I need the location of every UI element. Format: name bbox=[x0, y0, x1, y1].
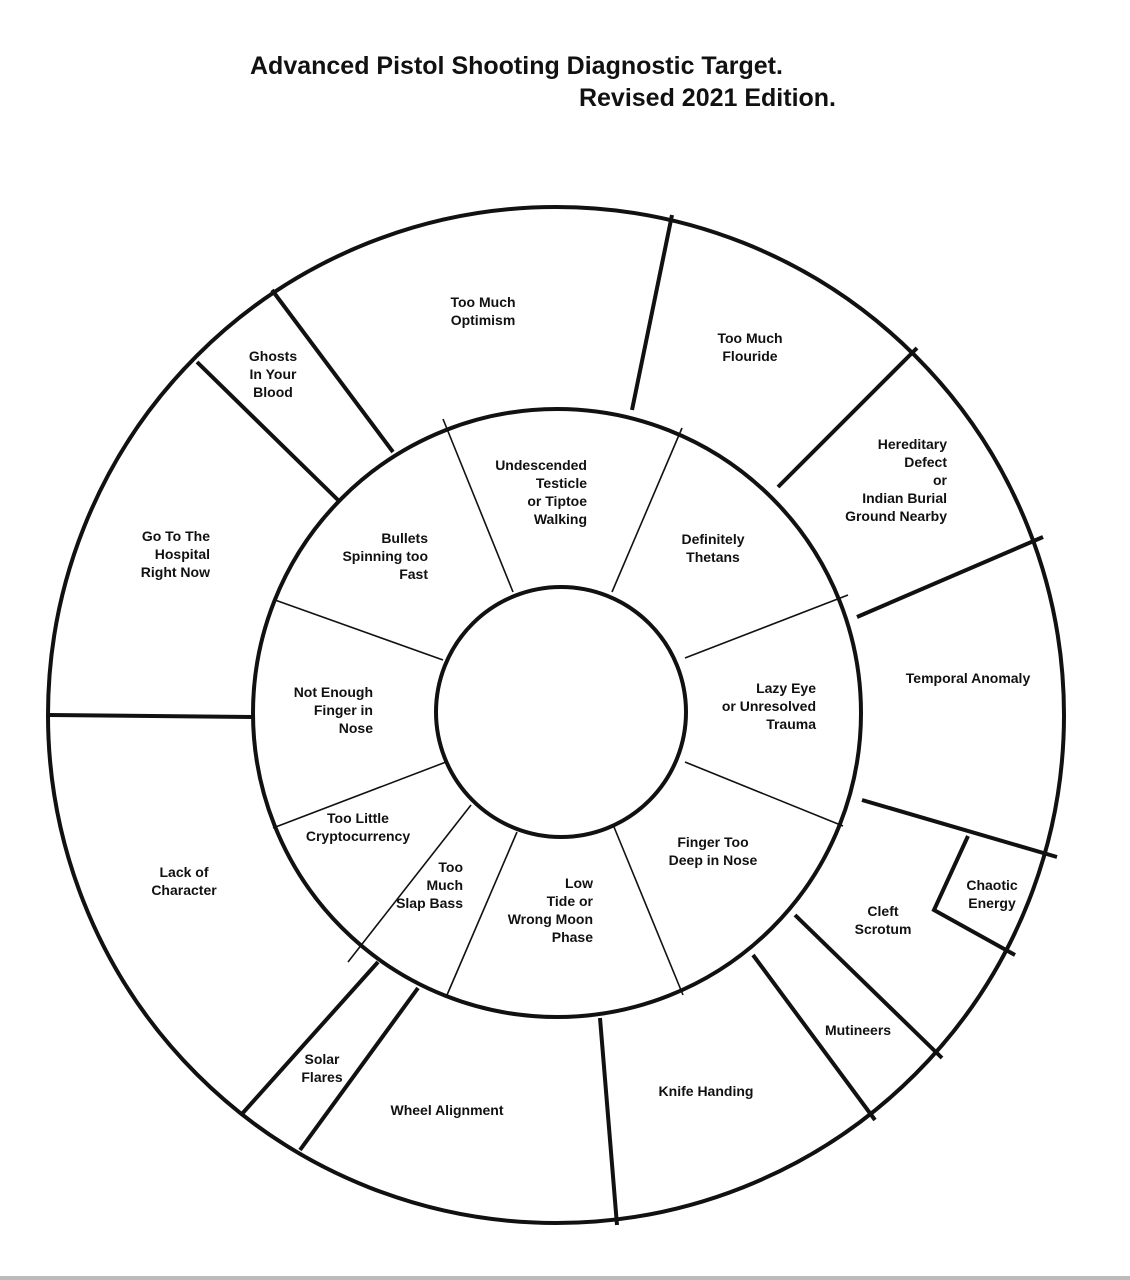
outer-label-hereditary-defect: Hereditary Defect or Indian Burial Groun… bbox=[845, 436, 947, 524]
outer-label-solar-flares: Solar Flares bbox=[301, 1051, 343, 1085]
outer-label-cleft-scrotum: Cleft Scrotum bbox=[854, 903, 912, 937]
outer-label-go-to-hospital: Go To The Hospital Right Now bbox=[140, 528, 210, 580]
outer-label-knife-handing: Knife Handing bbox=[658, 1083, 754, 1099]
inner-label-finger-too-deep: Finger Too Deep in Nose bbox=[668, 834, 758, 868]
outer-label-wheel-alignment: Wheel Alignment bbox=[390, 1102, 504, 1118]
inner-label-undescended-testicle: Undescended Testicle or Tiptoe Walking bbox=[495, 457, 587, 527]
inner-dividers bbox=[272, 418, 849, 996]
inner-label-too-little-crypto: Too Little Cryptocurrency bbox=[305, 810, 411, 844]
title-line-1: Advanced Pistol Shooting Diagnostic Targ… bbox=[250, 52, 783, 80]
outer-label-lack-of-character: Lack of Character bbox=[151, 864, 217, 898]
inner-label-definitely-thetans: Definitely Thetans bbox=[681, 531, 745, 565]
outer-label-temporal-anomaly: Temporal Anomaly bbox=[905, 670, 1031, 686]
outer-label-mutineers: Mutineers bbox=[824, 1022, 892, 1038]
middle-circle bbox=[251, 407, 863, 1019]
inner-label-bullets-spinning: Bullets Spinning too Fast bbox=[342, 530, 428, 582]
outer-label-too-much-optimism: Too Much Optimism bbox=[450, 294, 516, 328]
outer-label-chaotic-energy: Chaotic Energy bbox=[966, 877, 1018, 911]
outer-label-too-much-flouride: Too Much Flouride bbox=[717, 330, 783, 364]
diagram-title: Advanced Pistol Shooting Diagnostic Targ… bbox=[250, 50, 836, 114]
bottom-edge-divider bbox=[0, 1276, 1130, 1280]
inner-label-low-tide: Low Tide or Wrong Moon Phase bbox=[507, 875, 593, 945]
inner-label-lazy-eye: Lazy Eye or Unresolved Trauma bbox=[721, 680, 816, 732]
title-line-2: Revised 2021 Edition. bbox=[578, 84, 836, 112]
outer-label-ghosts-in-your-blood: Ghosts In Your Blood bbox=[248, 348, 298, 400]
outer-circle bbox=[46, 205, 1066, 1225]
bullseye-circle bbox=[434, 585, 688, 839]
outer-dividers bbox=[49, 214, 1058, 1226]
inner-label-slap-bass: Too Much Slap Bass bbox=[396, 859, 463, 911]
inner-label-not-enough-finger: Not Enough Finger in Nose bbox=[293, 684, 373, 736]
